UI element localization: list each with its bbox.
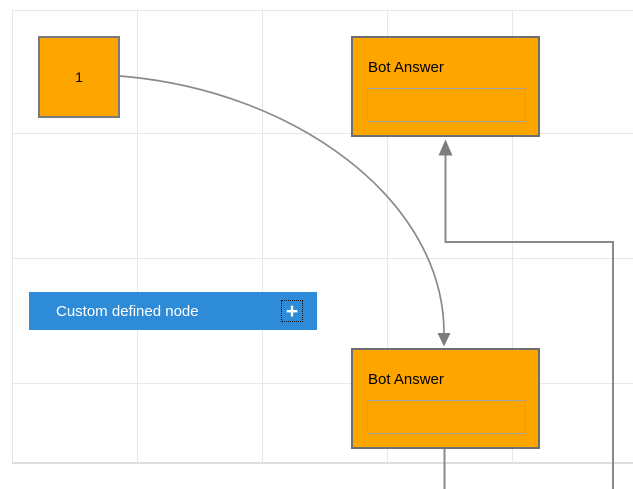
bot-answer-input[interactable] — [367, 88, 526, 122]
connector-curved[interactable] — [119, 75, 451, 347]
node-start-label: 1 — [75, 69, 83, 85]
node-bot-answer-bottom[interactable]: Bot Answer — [351, 348, 540, 449]
arrow-down-icon — [437, 333, 451, 347]
bot-answer-title: Bot Answer — [368, 371, 444, 388]
custom-node-label: Custom defined node — [56, 302, 199, 320]
arrow-up-icon — [438, 139, 453, 156]
node-bot-answer-top[interactable]: Bot Answer — [351, 36, 540, 137]
add-node-icon[interactable]: + — [281, 300, 303, 322]
bot-answer-title: Bot Answer — [368, 59, 444, 76]
node-start[interactable]: 1 — [38, 36, 120, 118]
connector-curve-path[interactable] — [119, 75, 445, 334]
connector-orthogonal-path[interactable] — [444, 155, 614, 489]
node-custom-defined[interactable]: Custom defined node + — [29, 292, 317, 330]
bot-answer-input[interactable] — [367, 400, 526, 434]
grid — [12, 10, 633, 464]
connector-orthogonal[interactable] — [438, 139, 614, 489]
